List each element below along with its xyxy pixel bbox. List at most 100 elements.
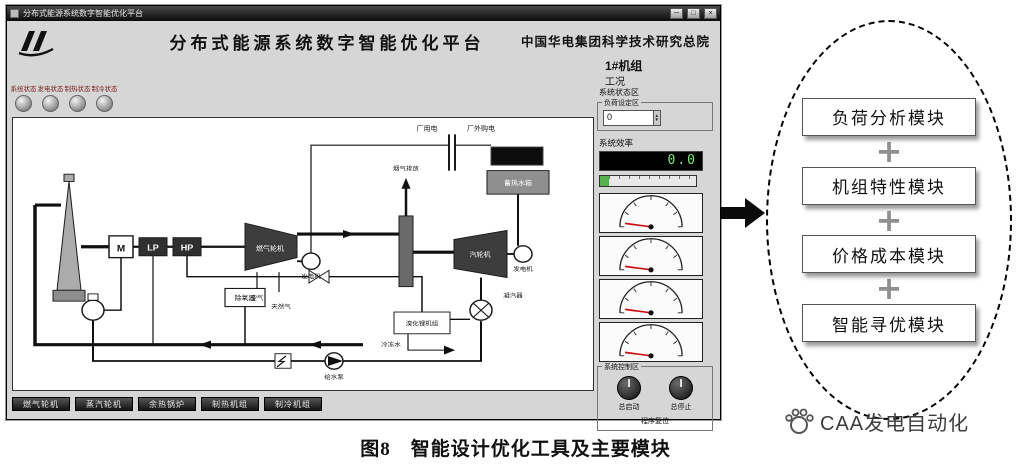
platform-title: 分布式能源系统数字智能优化平台 [169, 34, 485, 53]
motor-label: M [117, 244, 125, 254]
titlebar: 分布式能源系统数字智能优化平台 ─ □ × [7, 6, 720, 21]
paw-logo-icon [785, 408, 814, 434]
stop-knob-label: 总停止 [670, 404, 692, 411]
minimize-button[interactable]: ─ [670, 8, 683, 19]
generator-1 [301, 252, 321, 271]
generator-label: 发电机 [513, 266, 533, 274]
lp-label: LP [147, 243, 159, 252]
hp-label: HP [181, 243, 194, 252]
status-sphere-icon [15, 95, 32, 112]
gas-turbine-wedge [244, 222, 298, 271]
heat-storage-tank [486, 170, 550, 195]
analog-gauge-4 [599, 322, 703, 362]
bottom-button-bar: 燃气轮机 蒸汽轮机 余热锅炉 制热机组 制冷机组 [12, 397, 322, 411]
setpoint-value: 0 [607, 112, 613, 122]
system-status-indicator: 系统状态 [11, 83, 37, 112]
app-window: 分布式能源系统数字智能优化平台 ─ □ × 分布式能源系统数字智能优化平台 中国… [6, 5, 721, 431]
status-sphere-icon [96, 95, 113, 112]
setpoint-spinner[interactable]: 0 ▲ ▼ [603, 110, 661, 126]
module-intelligent-optimization: 智能寻优模块 [802, 304, 976, 343]
lp-turbine-box [138, 237, 168, 257]
chilled-water-label: 冷冻水 [381, 341, 401, 349]
flow-arrow-icon [721, 196, 765, 235]
heating-status-indicator: 制热状态 [65, 83, 91, 112]
efficiency-label: 系统效率 [599, 138, 634, 148]
hrsg-stack [398, 215, 414, 288]
condenser-label: 凝汽器 [503, 292, 523, 300]
feed-pump-label: 给水泵 [324, 373, 343, 381]
deaerator-label: 除氧器 [235, 294, 256, 303]
close-button[interactable]: × [704, 8, 717, 19]
module-price-cost: 价格成本模块 [802, 235, 976, 274]
modules-ellipse: 负荷分析模块 + 机组特性模块 + 价格成本模块 + 智能寻优模块 [766, 20, 1012, 420]
bottom-button-heating-unit[interactable]: 制热机组 [201, 397, 259, 411]
plus-icon: + [875, 200, 903, 239]
bottom-button-steam-turbine[interactable]: 蒸汽轮机 [75, 397, 133, 411]
titlebar-text: 分布式能源系统数字智能优化平台 [23, 9, 143, 18]
setpoint-group: 负荷设定区 0 ▲ ▼ [597, 98, 713, 131]
natural-gas-label: 天然气 [271, 303, 290, 311]
control-group-label: 系统控制区 [602, 362, 641, 372]
deaerator-box [224, 287, 266, 308]
analog-gauge-3 [599, 279, 703, 319]
lightning-icon [276, 355, 287, 368]
process-diagram: M LP HP 燃气轮机 汽轮机 发电机 发电机 厂用电 厂外购电 蓄热水箱 烟… [33, 124, 550, 381]
stop-knob[interactable] [669, 376, 693, 400]
stack-tower [56, 181, 82, 291]
institute-name: 中国华电集团科学技术研究总院 [520, 35, 710, 49]
generator-2 [513, 245, 533, 263]
process-diagram-panel: M LP HP 燃气轮机 汽轮机 发电机 发电机 厂用电 厂外购电 蓄热水箱 烟… [12, 117, 594, 391]
cooling-status-indicator: 制冷状态 [92, 83, 118, 112]
power-status-indicator: 发电状态 [38, 83, 64, 112]
control-group: 系统控制区 总启动 总停止 程序复位 [597, 362, 713, 431]
diagram-labels: M LP HP 燃气轮机 汽轮机 发电机 发电机 厂用电 厂外购电 蓄热水箱 烟… [117, 124, 534, 381]
unit-label: 1#机组 [605, 59, 643, 73]
valve-icon [308, 269, 320, 284]
status-section-label: 系统状态区 [599, 88, 639, 97]
start-knob-label: 总启动 [618, 404, 640, 411]
hp-turbine-box [172, 237, 202, 257]
branding: CAA发电自动化 [784, 406, 969, 436]
huadian-logo-icon [15, 27, 59, 62]
air-label: 空气 [251, 295, 264, 303]
plus-icon: + [875, 131, 903, 170]
condensate-vessel [81, 299, 105, 321]
plant-power-label: 厂用电 [417, 124, 438, 133]
analog-gauge-1 [599, 193, 703, 233]
valve-icon [318, 269, 330, 284]
branding-text: CAA发电自动化 [820, 412, 970, 435]
start-knob[interactable] [617, 376, 641, 400]
figure-caption: 图8 智能设计优化工具及主要模块 [360, 439, 671, 460]
condition-label: 工况 [605, 77, 625, 88]
bottom-button-gas-turbine[interactable]: 燃气轮机 [12, 397, 70, 411]
window-content: 分布式能源系统数字智能优化平台 中国华电集团科学技术研究总院 1#机组 工况 系… [7, 21, 720, 431]
maximize-button[interactable]: □ [687, 8, 700, 19]
equipment [52, 134, 550, 370]
libr-unit-label: 溴化锂机组 [406, 320, 438, 328]
spinner-down-icon[interactable]: ▼ [654, 117, 659, 122]
analog-gauge-2 [599, 236, 703, 276]
bottom-button-hrsg-boiler[interactable]: 余热锅炉 [138, 397, 196, 411]
power-meter-display [490, 146, 544, 166]
reset-label: 程序复位 [641, 418, 669, 425]
module-load-analysis: 负荷分析模块 [802, 97, 976, 136]
app-icon [10, 9, 19, 18]
purchased-power-label: 厂外购电 [467, 124, 495, 133]
efficiency-display: 0.0 [599, 151, 703, 171]
gas-turbine-label: 燃气轮机 [256, 244, 284, 253]
plus-icon: + [875, 269, 903, 308]
steam-turbine-wedge [453, 229, 508, 279]
status-indicators: 系统状态 发电状态 制热状态 制冷状态 [11, 83, 118, 112]
motor-box [108, 235, 134, 259]
efficiency-value: 0.0 [667, 153, 697, 168]
generator-label: 发电机 [301, 273, 321, 281]
storage-tank-label: 蓄热水箱 [504, 178, 532, 187]
module-unit-characteristics: 机组特性模块 [802, 166, 976, 205]
efficiency-bar [599, 175, 697, 187]
setpoint-group-label: 负荷设定区 [602, 98, 641, 108]
steam-turbine-label: 汽轮机 [470, 250, 491, 259]
spinner-up-icon[interactable]: ▲ [654, 112, 659, 118]
bottom-button-cooling-unit[interactable]: 制冷机组 [264, 397, 322, 411]
status-sphere-icon [42, 95, 59, 112]
